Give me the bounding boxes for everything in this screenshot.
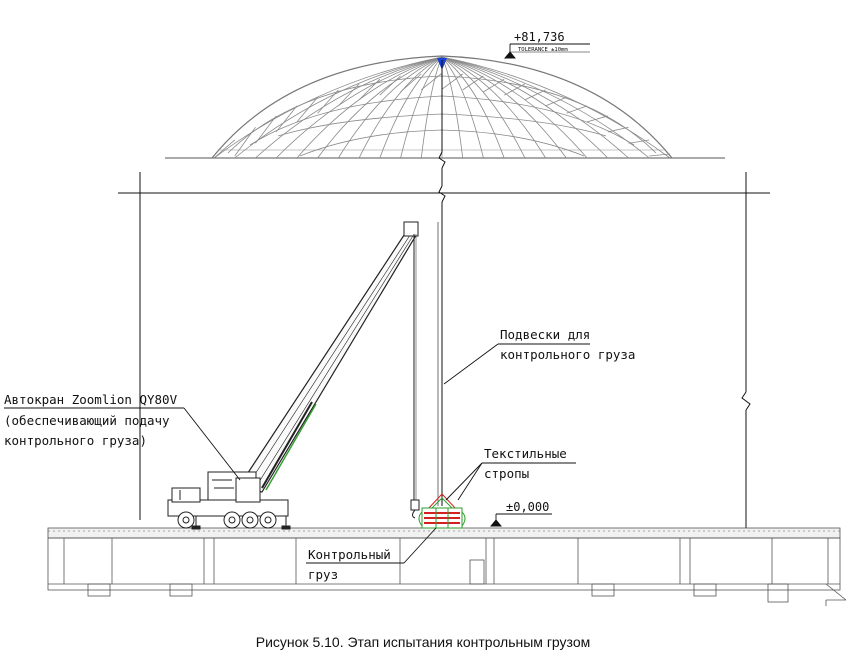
dome-diagonal — [566, 105, 588, 114]
slings-label-line2: стропы — [484, 466, 529, 481]
dome-rib — [441, 56, 484, 159]
mobile-crane — [167, 221, 420, 530]
figure-caption: Рисунок 5.10. Этап испытания контрольным… — [255, 634, 591, 650]
dome-diagonal — [296, 96, 318, 123]
dome-rib — [275, 56, 443, 159]
dome-rib — [441, 56, 505, 159]
dome-rib — [441, 56, 588, 159]
control-load — [418, 493, 466, 529]
floor-elevation-label: ±0,000 — [506, 500, 549, 514]
load-label-line1: Контрольный — [308, 547, 391, 562]
dome-diagonal — [234, 127, 256, 157]
dome-diagonal — [275, 105, 298, 133]
dome-diagonal — [628, 139, 650, 144]
dome-rib — [441, 56, 650, 159]
building-frame — [118, 172, 770, 530]
dome-diagonal — [379, 75, 401, 96]
hangers-label-line2: контрольного груза — [500, 347, 635, 362]
dome-diagonal — [338, 83, 360, 107]
load-label-line2: груз — [308, 567, 338, 582]
floor-slab — [47, 527, 846, 606]
crane-label-line1: Автокран Zoomlion QY80V — [4, 392, 178, 407]
dome-diagonal — [400, 73, 422, 93]
dome-rib — [441, 56, 629, 159]
dome-rib — [213, 56, 443, 159]
dome-rib — [400, 56, 443, 159]
crane-label-line2: (обеспечивающий подачу — [4, 413, 170, 428]
dome-diagonal — [317, 89, 339, 114]
dome-diagonal — [421, 72, 443, 91]
dome-structure — [165, 55, 725, 159]
top-elevation-label: +81,736 — [514, 30, 565, 44]
dome-diagonal — [649, 153, 671, 157]
dome-diagonal — [462, 75, 484, 91]
tolerance-label: TOLERANCE ±10mm — [518, 47, 568, 53]
dome-rib — [358, 56, 443, 159]
dome-rib — [338, 56, 443, 159]
floor-elevation-mark — [490, 513, 552, 527]
dome-rib — [441, 56, 671, 159]
crane-label-line3: контрольного груза) — [4, 433, 147, 448]
dome-rib — [234, 56, 443, 159]
dome-rib — [441, 56, 546, 159]
dome-diagonal — [255, 115, 277, 144]
engineering-drawing: +81,736 TOLERANCE ±10mm — [4, 30, 846, 606]
dome-diagonal — [524, 89, 546, 101]
annotation-leaders — [4, 343, 590, 564]
dome-diagonal — [503, 83, 526, 96]
slings-label-line1: Текстильные — [484, 446, 567, 461]
dome-rib — [441, 56, 609, 159]
hangers-label-line1: Подвески для — [500, 327, 590, 342]
dome-rib — [441, 56, 567, 159]
dome-rib — [441, 56, 526, 159]
hanger-line — [437, 60, 446, 506]
dome-diagonal — [586, 115, 608, 123]
dome-diagonal — [441, 73, 463, 90]
dome-diagonal — [358, 78, 381, 101]
dome-rib — [379, 56, 443, 159]
dome-rib — [296, 56, 443, 159]
dome-rib — [317, 56, 443, 159]
dome-diagonal — [483, 78, 505, 93]
top-elevation-mark — [504, 43, 590, 59]
dome-rib — [255, 56, 443, 159]
dome-diagonal — [545, 96, 567, 107]
dome-diagonal — [607, 126, 629, 133]
dome-diagonal — [213, 139, 235, 159]
